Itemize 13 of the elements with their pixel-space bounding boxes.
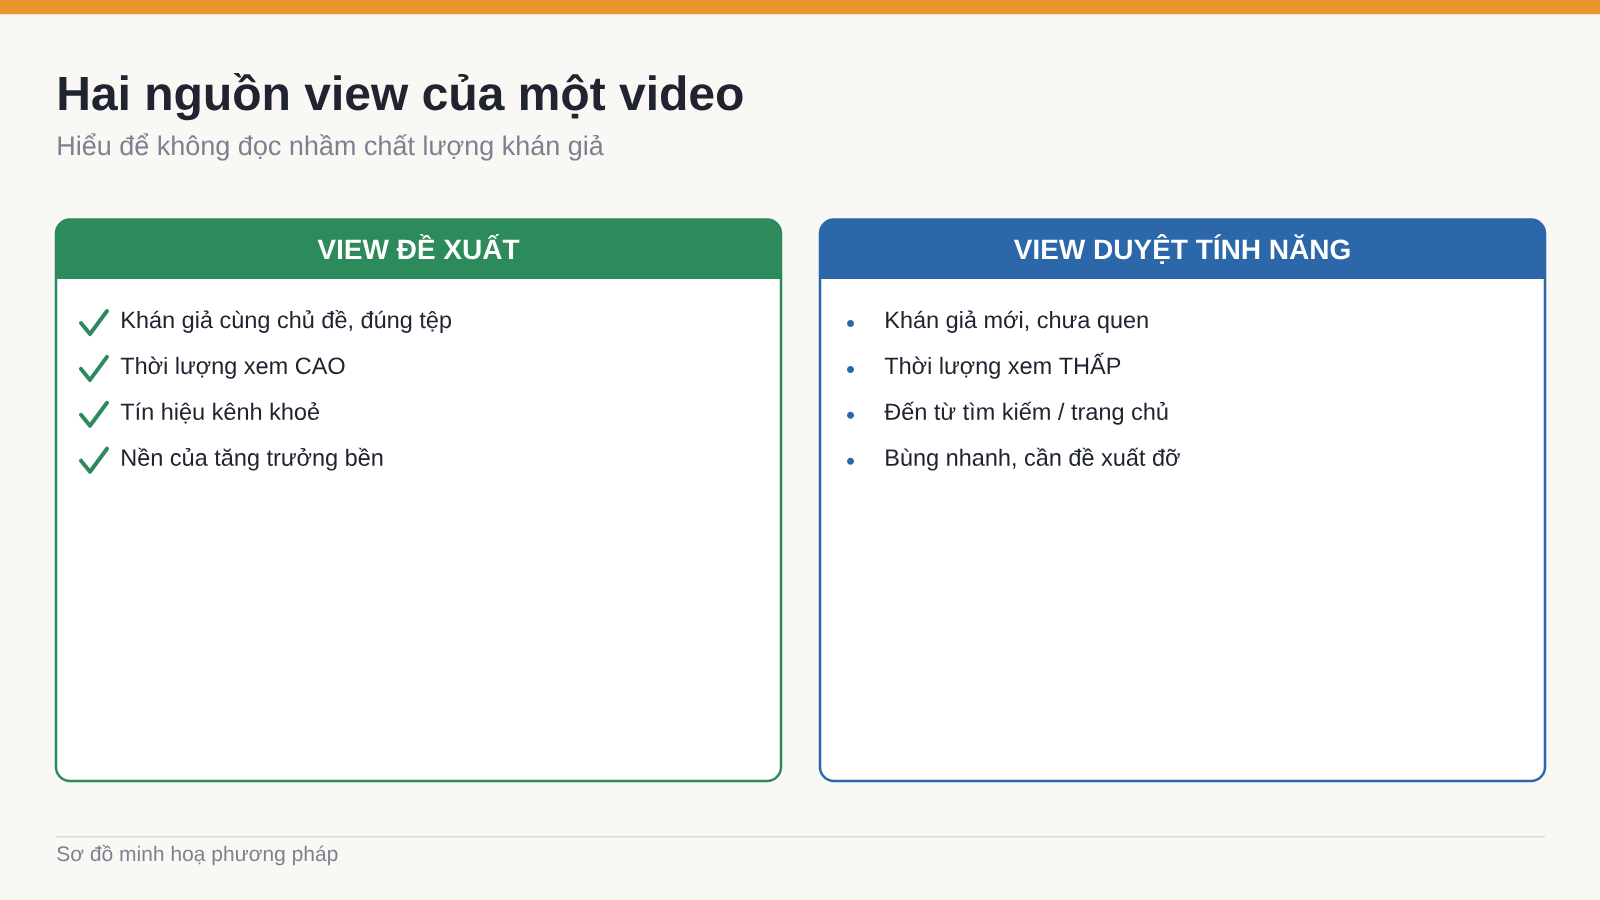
- list-item: Khán giả mới, chưa quen: [886, 310, 1148, 333]
- list-item: Thời lượng xem CAO: [120, 356, 345, 379]
- panel-header: VIEW DUYỆT TÍNH NĂNG: [820, 219, 1545, 279]
- list-item: Thời lượng xem THẤP: [884, 352, 1121, 379]
- list-item: Nền của tăng trưởng bền: [122, 447, 383, 471]
- list-item: Khán giả cùng chủ đề, đúng tệp: [122, 309, 451, 333]
- panel-header: VIEW ĐỀ XUẤT: [56, 219, 781, 279]
- list-item: Đến từ tìm kiếm / trang chủ: [884, 401, 1168, 425]
- list-item: Tín hiệu kênh khoẻ: [120, 402, 319, 424]
- title: Hai nguồn view của một video: [59, 73, 743, 121]
- subtitle: Hiểu để không đọc nhầm chất lượng khán giả: [58, 133, 604, 161]
- footer-note: Sơ đồ minh hoạ phương pháp: [57, 844, 338, 866]
- list-item: Bùng nhanh, cần đề xuất đỡ: [886, 447, 1180, 471]
